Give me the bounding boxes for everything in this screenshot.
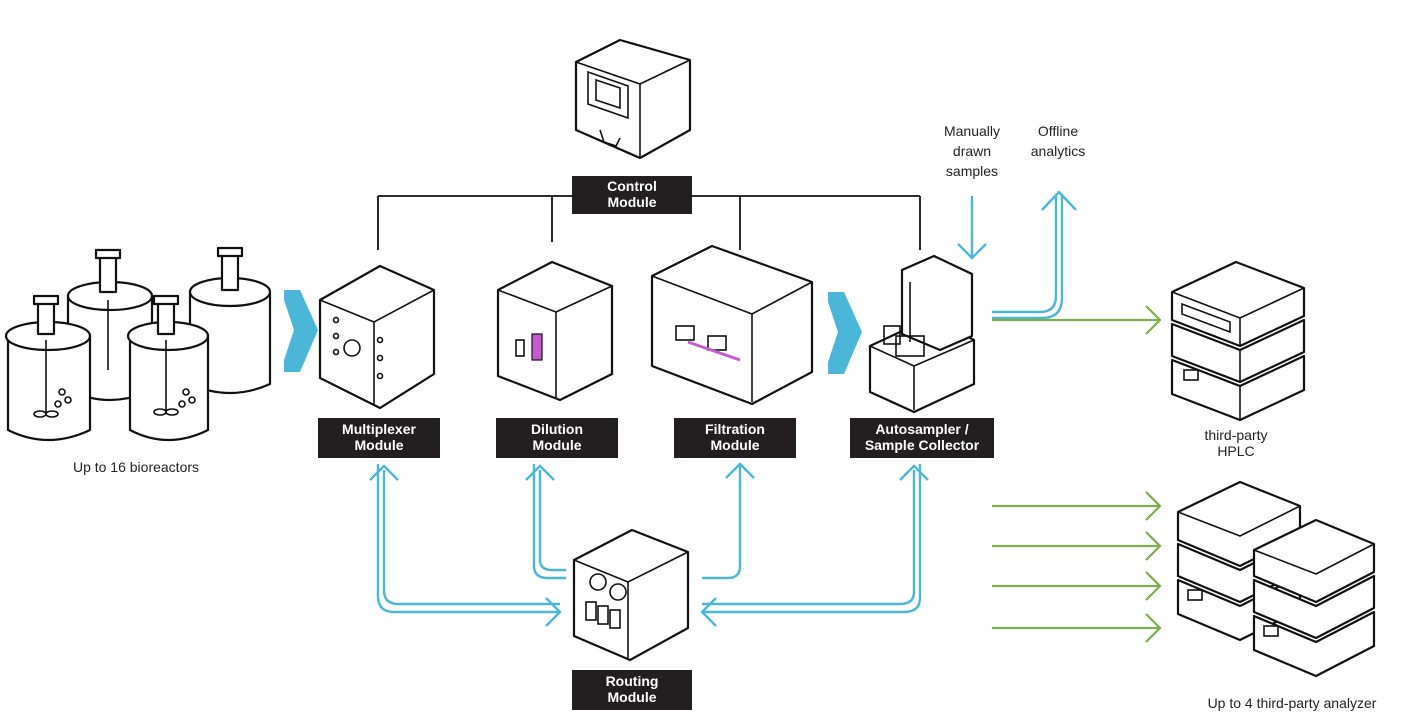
control-module-label: Control Module: [572, 176, 692, 214]
svg-text:Manually: Manually: [944, 123, 1000, 139]
svg-text:Control: Control: [607, 178, 657, 194]
svg-text:Routing: Routing: [606, 673, 659, 689]
bioreactors-icon: [4, 246, 272, 442]
multiplexer-module-icon: [318, 264, 436, 410]
hplc-icon: [1170, 260, 1306, 422]
output-flow-arrow: [828, 292, 862, 374]
filtration-module-label: Filtration Module: [674, 418, 796, 458]
svg-text:Module: Module: [711, 437, 760, 453]
filtration-module-icon: [650, 244, 814, 406]
routing-flow-lines: [369, 462, 929, 627]
svg-text:Module: Module: [608, 194, 657, 210]
offline-analytics-label: Offline analytics: [1031, 123, 1085, 159]
svg-text:Sample Collector: Sample Collector: [865, 437, 980, 453]
analyzer-label: Up to 4 third-party analyzer: [1208, 695, 1377, 711]
svg-text:third-party: third-party: [1204, 427, 1267, 443]
svg-text:Filtration: Filtration: [705, 421, 765, 437]
svg-text:Autosampler /: Autosampler /: [875, 421, 968, 437]
autosampler-icon: [868, 254, 976, 414]
routing-module-icon: [572, 528, 690, 662]
svg-text:Multiplexer: Multiplexer: [342, 421, 416, 437]
svg-text:Module: Module: [355, 437, 404, 453]
hplc-label: third-party HPLC: [1204, 427, 1267, 459]
svg-text:analytics: analytics: [1031, 143, 1085, 159]
svg-text:Module: Module: [608, 689, 657, 705]
svg-text:samples: samples: [946, 163, 998, 179]
dilution-module-icon: [496, 260, 614, 402]
analyzers-icon: [1176, 480, 1376, 678]
routing-module-label: Routing Module: [572, 670, 692, 710]
autosampler-module-label: Autosampler / Sample Collector: [850, 418, 994, 458]
svg-text:Module: Module: [533, 437, 582, 453]
bioreactors-label: Up to 16 bioreactors: [73, 459, 199, 475]
svg-text:Offline: Offline: [1038, 123, 1078, 139]
input-flow-arrow: [284, 290, 318, 372]
offline-analytics-arrow: [992, 190, 1077, 320]
dilution-module-label: Dilution Module: [496, 418, 618, 458]
control-module-icon: [574, 38, 692, 160]
svg-text:HPLC: HPLC: [1217, 443, 1254, 459]
manual-sample-arrow: [957, 196, 987, 260]
multiplexer-module-label: Multiplexer Module: [318, 418, 440, 458]
svg-text:Dilution: Dilution: [531, 421, 583, 437]
analyzer-output-arrows: [992, 491, 1162, 643]
manual-samples-label: Manually drawn samples: [944, 123, 1000, 179]
hplc-output-arrow: [992, 305, 1162, 335]
svg-text:drawn: drawn: [953, 143, 991, 159]
